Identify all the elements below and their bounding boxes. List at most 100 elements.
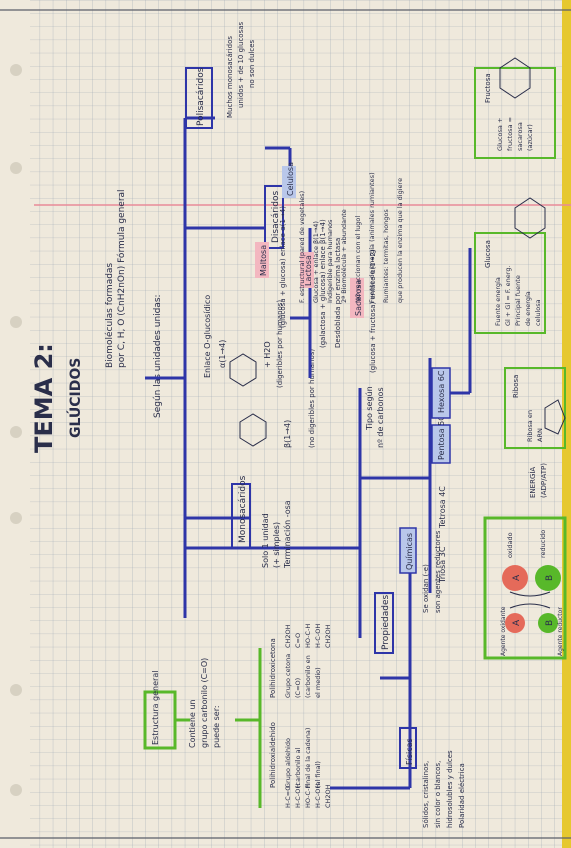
- box-polisacaridos: [185, 67, 213, 129]
- label-triosa: Triosa 3C: [438, 546, 447, 584]
- redox-arrow-2: [509, 591, 551, 597]
- cetona-note-4: el medio): [314, 667, 322, 698]
- box-sacarosa: [350, 278, 364, 318]
- fructosa-4: (azúcar): [526, 124, 534, 151]
- molecule-icons: [499, 57, 566, 435]
- glucosa-4: de energía: [524, 291, 532, 326]
- glucosa-3: Principal fuente: [514, 275, 522, 326]
- box-glucosa-detail: [474, 232, 546, 334]
- box-fisicas: [399, 727, 417, 769]
- intro-line3: Según las unidades unidas:: [153, 294, 163, 418]
- intro-line1: Biomoléculas formadas: [104, 263, 115, 368]
- redox-a2: A: [512, 574, 522, 581]
- enlace-h2o: + H2O: [263, 341, 272, 368]
- redox-adp: (ADP/ATP): [540, 463, 548, 498]
- fructosa-2: fructosa =: [506, 117, 514, 151]
- label-hexosa: Hexosa 6C: [437, 370, 446, 413]
- box-lactosa: [300, 252, 314, 288]
- glucosa-2: Gl + Gl = F. energ.: [504, 265, 512, 326]
- poli-text-3: no son dulces: [248, 39, 256, 88]
- maltosa-text: (glucosa + glucosa) enlace α(1→4): [279, 206, 287, 328]
- redox-b: B: [545, 620, 555, 626]
- ribosa-1: Ribosa en: [526, 410, 534, 442]
- punch-holes: [10, 64, 22, 796]
- fisicas-3: hidrosolubles y dulces: [446, 750, 454, 828]
- cetona-note-3: (carbonilo en: [304, 655, 312, 698]
- aldehido-f2: H-C-OH: [294, 784, 302, 808]
- main-trunk: [145, 116, 412, 790]
- estructura-branches: [175, 648, 262, 808]
- label-aldehido: Polihidroxialdehido: [269, 722, 277, 788]
- label-estructura: Estructura general: [151, 671, 160, 745]
- fructosa-3: sacarosa: [516, 122, 524, 151]
- lactosa-note: Desdoblada por enzima lactasa: [334, 238, 342, 348]
- estructura-text-1: Contiene un: [188, 699, 197, 748]
- celulosa-5: NO reaccionan con el lugol: [354, 216, 362, 303]
- celulosa-branch: [265, 146, 292, 168]
- intro-line2: por C, H, O (CnH2nOn) Fórmula general: [116, 189, 127, 368]
- celulosa-7: Rumiantes: termitas, hongos: [382, 209, 390, 303]
- poli-text-1: Muchos monosacáridos: [226, 36, 234, 118]
- circle-a-oxidized: [502, 565, 528, 591]
- ribosa-2: ARN: [536, 428, 544, 442]
- redox-arrow-1: [509, 603, 551, 609]
- enlace-alpha: α(1→4): [218, 340, 227, 368]
- enlace-beta-note: (no digeribles por humanos): [308, 349, 316, 448]
- circle-b-reduced: [535, 565, 561, 591]
- label-fructosa: Fructosa: [484, 73, 492, 103]
- box-celulosa: [282, 166, 296, 198]
- cetona-note-1: Grupo cetona: [284, 654, 292, 698]
- box-disacaridos: [264, 185, 284, 249]
- binder-edge: [562, 0, 571, 848]
- redox-energia: ENERGÍA: [528, 467, 537, 498]
- box-quimicas: [399, 527, 417, 574]
- glucosa-1: Fuente energía: [494, 277, 502, 326]
- label-lactosa: Lactosa: [304, 255, 313, 286]
- label-tetrosa: Tetrosa 4C: [438, 486, 447, 529]
- aldehido-f1: H-C=O: [284, 786, 292, 808]
- box-pentosa: [431, 424, 451, 464]
- label-glucosa: Glucosa: [484, 240, 492, 268]
- label-ribosa: Ribosa: [512, 375, 520, 398]
- cetona-f3: HO-C-H: [304, 624, 312, 648]
- box-maltosa: [255, 242, 269, 278]
- fisicas-4: Polaridad eléctrica: [458, 763, 466, 828]
- sacarosa-text: (glucosa + fructosa) enlace α(1→2): [369, 249, 377, 373]
- cetona-f1: CH2OH: [284, 624, 292, 648]
- estructura-text-3: puede ser:: [212, 705, 221, 748]
- enlace-beta: β(1→4): [283, 420, 292, 448]
- hexosa-links: [450, 248, 472, 395]
- label-monosacaridos: Monosacáridos: [238, 475, 248, 543]
- quimicas-1: Se oxidan (-e): [422, 564, 430, 613]
- sugar-ring-icons: [229, 353, 267, 447]
- redox-b2: B: [545, 575, 555, 581]
- redox-agente-ox: Agente oxidante: [500, 606, 507, 656]
- carbon-branches: [360, 358, 432, 593]
- fisicas-1: Sólidos, cristalinos,: [422, 761, 430, 828]
- circle-a: [505, 613, 525, 633]
- celulosa-6: Fuente de energía (animales rumiantes): [368, 172, 376, 303]
- poli-text-2: unidos + de 10 glucosas: [237, 21, 245, 108]
- mono-text-1: Solo 1 unidad: [261, 513, 270, 568]
- tipo-2: nº de carbonos: [376, 387, 385, 448]
- aldehido-note-1: Grupo aldehido: [284, 738, 292, 788]
- celulosa-4: 2ª Biomolécula + abundante: [340, 209, 348, 303]
- box-propiedades: [374, 592, 394, 654]
- label-disacaridos: Disacáridos: [271, 190, 281, 243]
- label-propiedades: Propiedades: [381, 594, 391, 650]
- cetona-note-2: (C=O): [294, 678, 302, 698]
- aldehido-f3: HO-C-H: [304, 784, 312, 808]
- estructura-text-2: grupo carbonilo (C=O): [200, 658, 209, 748]
- page-title: TEMA 2:: [30, 343, 58, 453]
- page-subtitle: GLÚCIDOS: [66, 358, 84, 438]
- redox-reducido: reducido: [539, 530, 547, 558]
- redox-a: A: [512, 619, 522, 626]
- box-monosacaridos: [231, 483, 251, 549]
- enlace-alpha-note: (digeribles por humanos): [276, 300, 284, 388]
- label-celulosa: Celulosa: [286, 162, 295, 196]
- aldehido-note-3: final de la cadena): [304, 728, 312, 788]
- tipo-1: Tipo según: [365, 386, 374, 431]
- label-maltosa: Maltosa: [259, 245, 268, 276]
